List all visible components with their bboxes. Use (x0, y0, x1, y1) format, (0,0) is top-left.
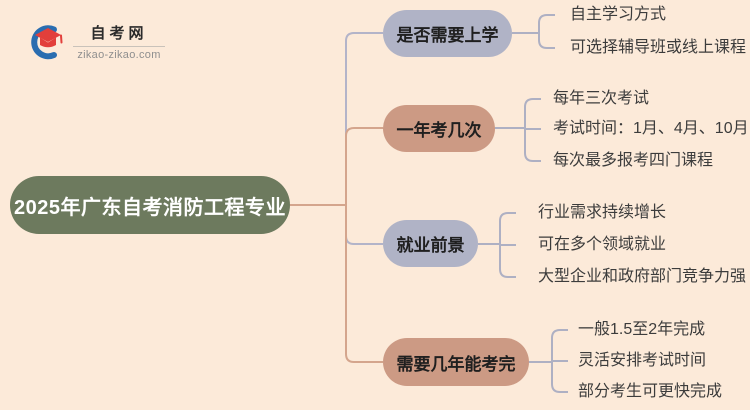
logo-divider (73, 46, 165, 47)
site-domain: zikao-zikao.com (77, 49, 161, 61)
leaf-label: 一般1.5至2年完成 (578, 321, 706, 338)
leaf-label: 考试时间：1月、4月、10月 (553, 120, 749, 137)
connector-branch-2 (345, 127, 383, 205)
leaf-label: 每年三次考试 (553, 90, 650, 107)
connector-branch-4-children (528, 329, 568, 393)
connector-branch-2-children (495, 98, 541, 162)
branch-node-job-prospects: 就业前景 (383, 220, 478, 267)
leaf-label: 可在多个领域就业 (538, 236, 667, 253)
site-name: 自考网 (90, 25, 148, 42)
connector-branch-3 (345, 205, 383, 245)
leaf-label: 行业需求持续增长 (538, 204, 667, 221)
leaf-label: 大型企业和政府部门竞争力强 (538, 268, 747, 285)
leaf-label: 每次最多报考四门课程 (553, 152, 714, 169)
connector-branch-1-children (512, 14, 555, 49)
branch-node-need-school: 是否需要上学 (383, 10, 512, 57)
site-logo-text: 自考网 zikao-zikao.com (73, 22, 165, 61)
leaf-label: 自主学习方式 (570, 6, 667, 23)
leaf-label: 灵活安排考试时间 (578, 352, 707, 369)
leaf-label: 可选择辅导班或线上课程 (570, 39, 747, 56)
central-topic-node: 2025年广东自考消防工程专业 (10, 176, 290, 234)
branch-node-years-to-finish: 需要几年能考完 (383, 338, 529, 386)
graduation-cap-logo-icon (31, 24, 63, 59)
branch-node-exams-per-year: 一年考几次 (383, 105, 495, 152)
connector-branch-1 (345, 32, 383, 205)
site-logo: 自考网 zikao-zikao.com (28, 22, 165, 61)
connector-branch-3-children (478, 212, 516, 278)
connector-branch-4 (345, 205, 383, 363)
leaf-label: 部分考生可更快完成 (578, 383, 723, 400)
